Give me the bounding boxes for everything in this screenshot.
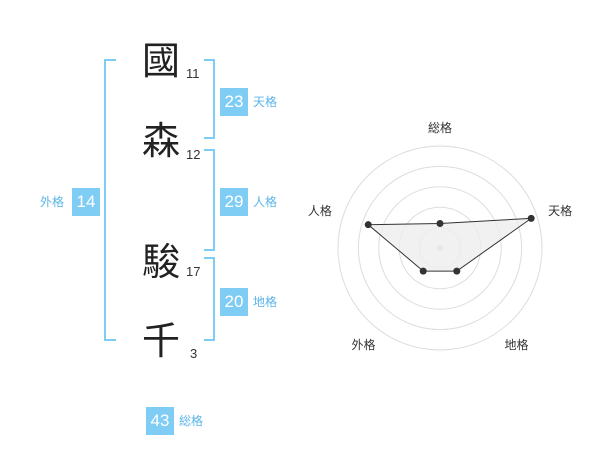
gaikaku-value: 14 — [72, 188, 100, 216]
radar-point-1 — [436, 220, 444, 228]
name-char-1: 國 — [142, 39, 181, 83]
name-char-3: 駿 — [142, 240, 181, 284]
tenkaku-bracket — [204, 59, 215, 139]
radar-ring — [378, 186, 502, 310]
radar-ring — [357, 165, 523, 331]
stroke-count-2: 12 — [186, 147, 201, 162]
radar-ring — [337, 145, 543, 351]
name-char-4: 千 — [142, 319, 181, 363]
chikaku-label: 地格 — [253, 295, 278, 309]
chikaku-value: 20 — [220, 288, 248, 316]
gaikaku-label: 外格 — [40, 195, 65, 209]
name-char-2: 森 — [142, 119, 181, 163]
radar-axis-label: 総格 — [428, 120, 452, 135]
chikaku-bracket — [204, 257, 215, 341]
radar-point-3 — [453, 267, 461, 275]
gaikaku-bracket — [104, 59, 116, 341]
jinkaku-bracket — [204, 149, 215, 251]
radar-point-5 — [364, 221, 372, 229]
soukaku-value: 43 — [146, 407, 174, 435]
radar-point-4 — [419, 267, 427, 275]
radar-axis-label: 地格 — [505, 337, 529, 352]
stroke-count-1: 11 — [186, 66, 200, 81]
stroke-count-3: 17 — [186, 264, 201, 279]
tenkaku-value: 23 — [220, 88, 248, 116]
jinkaku-label: 人格 — [253, 195, 278, 209]
stroke-count-4: 3 — [190, 346, 198, 361]
radar-point-2 — [527, 214, 535, 222]
soukaku-label: 総格 — [179, 414, 204, 428]
jinkaku-value: 29 — [220, 188, 248, 216]
radar-series — [366, 217, 533, 272]
tenkaku-label: 天格 — [253, 95, 278, 109]
radar-axis-label: 外格 — [351, 337, 375, 352]
radar-axis-label: 天格 — [548, 203, 572, 218]
radar-axis-label: 人格 — [308, 203, 332, 218]
